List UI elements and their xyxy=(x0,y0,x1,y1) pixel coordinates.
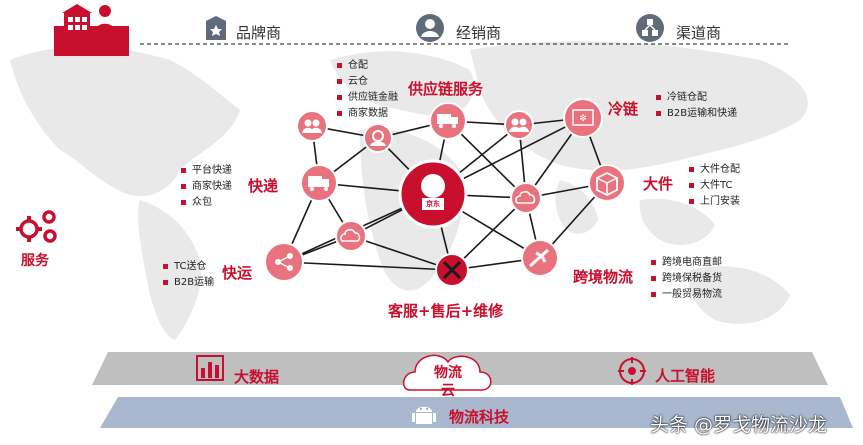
network-icon xyxy=(636,14,664,42)
list-item: TC送仓 xyxy=(163,259,214,275)
cross-border-title: 跨境物流 xyxy=(573,268,634,286)
tag-icon xyxy=(206,16,226,40)
node-headset xyxy=(363,123,393,153)
watermark: 头条 @罗戈物流沙龙 xyxy=(650,414,828,436)
node-cold-chain: ✻ xyxy=(563,98,603,138)
supply-chain-title: 供应链服务 xyxy=(408,80,484,98)
cross-border-list: 跨境电商直邮 跨境保税备货 一般贸易物流 xyxy=(651,255,722,303)
list-item: 大件仓配 xyxy=(689,162,740,178)
list-item: B2B运输 xyxy=(163,275,214,291)
fast-transport-list: TC送仓 B2B运输 xyxy=(163,259,214,291)
big-data-label: 大数据 xyxy=(234,368,280,386)
top-item-dealer: 经销商 xyxy=(456,24,502,42)
node-share xyxy=(264,242,304,282)
top-item-brand: 品牌商 xyxy=(236,24,282,42)
list-item: 一般贸易物流 xyxy=(651,287,722,303)
list-item: 跨境保税备货 xyxy=(651,271,722,287)
list-item: 供应链金融 xyxy=(337,90,398,106)
list-item: 商家快递 xyxy=(181,179,232,195)
gear-icon xyxy=(16,210,57,243)
list-item: 大件TC xyxy=(689,178,740,194)
ai-brain-icon xyxy=(618,357,646,385)
list-item: 商家数据 xyxy=(337,106,398,122)
list-item: 跨境电商直邮 xyxy=(651,255,722,271)
ai-label: 人工智能 xyxy=(655,367,716,385)
node-delivery-truck xyxy=(429,102,467,140)
node-cloud-1 xyxy=(335,220,367,252)
fast-transport-title: 快运 xyxy=(222,264,253,282)
big-data-icon xyxy=(196,355,224,381)
list-item: 众包 xyxy=(181,195,232,211)
logistics-cloud-label: 物流云 xyxy=(434,365,462,399)
node-people-1 xyxy=(296,110,328,142)
list-item: B2B运输和快递 xyxy=(656,106,737,122)
android-icon xyxy=(412,406,436,424)
top-item-channel: 渠道商 xyxy=(676,24,722,42)
node-center-logo xyxy=(398,159,468,229)
large-items-list: 大件仓配 大件TC 上门安装 xyxy=(689,162,740,210)
list-item: 云仓 xyxy=(337,74,398,90)
node-people-2 xyxy=(504,110,534,140)
list-item: 平台快递 xyxy=(181,163,232,179)
person-icon xyxy=(416,14,444,42)
node-airplane xyxy=(521,239,559,277)
supply-chain-list: 仓配 云仓 供应链金融 商家数据 xyxy=(337,58,398,122)
node-truck-express xyxy=(300,164,338,202)
node-repair-tools xyxy=(435,253,469,287)
list-item: 冷链仓配 xyxy=(656,90,737,106)
node-box xyxy=(588,164,626,202)
cold-chain-title: 冷链 xyxy=(608,100,639,118)
building-people-icon xyxy=(62,4,115,34)
center-logo-text: 京东 xyxy=(426,200,440,208)
logistics-tech-label: 物流科技 xyxy=(449,408,510,426)
list-item: 仓配 xyxy=(337,58,398,74)
cold-chain-list: 冷链仓配 B2B运输和快递 xyxy=(656,90,737,122)
top-divider xyxy=(140,43,790,45)
express-list: 平台快递 商家快递 众包 xyxy=(181,163,232,211)
node-cloud-2 xyxy=(510,182,542,214)
svg-text:✻: ✻ xyxy=(579,114,587,124)
service-repair-title: 客服+售后+维修 xyxy=(388,302,504,320)
express-title: 快递 xyxy=(248,177,279,195)
large-items-title: 大件 xyxy=(643,175,674,193)
service-label: 服务 xyxy=(21,253,49,269)
list-item: 上门安装 xyxy=(689,194,740,210)
